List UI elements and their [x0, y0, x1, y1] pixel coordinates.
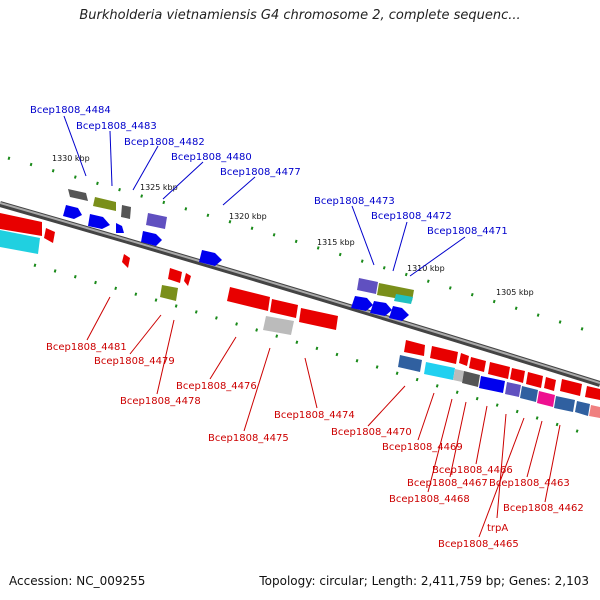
gene-arrow[interactable]	[227, 287, 270, 311]
gene-arrow[interactable]	[370, 301, 392, 316]
gene-label[interactable]: Bcep1808_4481	[46, 342, 127, 353]
gene-arrow[interactable]	[146, 213, 167, 229]
bottom-leader-lines	[86, 296, 561, 538]
gene-arrow[interactable]	[351, 296, 373, 311]
gene-label[interactable]: Bcep1808_4472	[371, 211, 452, 222]
gene-arrow[interactable]	[141, 231, 162, 246]
gene-arrow[interactable]	[554, 396, 575, 412]
gene-arrow[interactable]	[398, 355, 422, 372]
gene-label[interactable]: Bcep1808_4469	[382, 442, 463, 453]
scale-track-upper	[7, 156, 593, 334]
gene-arrow[interactable]	[510, 368, 525, 383]
gene-arrow[interactable]	[160, 285, 178, 301]
gene-label[interactable]: Bcep1808_4470	[331, 427, 412, 438]
gene-arrow[interactable]	[184, 273, 191, 286]
gene-label[interactable]: Bcep1808_4463	[489, 478, 570, 489]
gene-arrow[interactable]	[462, 371, 480, 387]
gene-label[interactable]: Bcep1808_4480	[171, 152, 252, 163]
gene-label[interactable]: Bcep1808_4479	[94, 356, 175, 367]
gene-arrow[interactable]	[404, 340, 425, 356]
gene-arrow[interactable]	[469, 357, 486, 372]
gene-label[interactable]: Bcep1808_4476	[176, 381, 257, 392]
gene-arrow[interactable]	[424, 362, 455, 380]
gene-label[interactable]: Bcep1808_4484	[30, 105, 111, 116]
gene-label[interactable]: Bcep1808_4465	[438, 539, 519, 550]
forward-features	[63, 189, 414, 321]
gene-arrow[interactable]	[168, 268, 182, 283]
scale-tick-label: 1325 kbp	[140, 183, 178, 192]
gene-arrow[interactable]	[63, 205, 82, 219]
accession-text: Accession: NC_009255	[9, 574, 146, 588]
scale-tick-label: 1305 kbp	[496, 288, 534, 297]
gene-arrow[interactable]	[199, 250, 222, 266]
gene-arrow[interactable]	[575, 401, 590, 416]
gene-label[interactable]: Bcep1808_4477	[220, 167, 301, 178]
gene-arrow[interactable]	[537, 391, 555, 407]
gene-arrow[interactable]	[270, 299, 298, 318]
scale-tick-label: 1330 kbp	[52, 154, 90, 163]
top-leader-lines	[63, 115, 466, 277]
gene-arrow[interactable]	[88, 214, 110, 229]
gene-arrow[interactable]	[585, 386, 600, 400]
gene-arrow[interactable]	[488, 362, 510, 379]
gene-arrow[interactable]	[589, 405, 600, 418]
gene-arrow[interactable]	[122, 254, 130, 268]
gene-arrow[interactable]	[479, 376, 505, 393]
gene-arrow[interactable]	[357, 278, 378, 294]
gene-label[interactable]: Bcep1808_4471	[427, 226, 508, 237]
gene-label[interactable]: Bcep1808_4473	[314, 196, 395, 207]
gene-label[interactable]: Bcep1808_4466	[432, 465, 513, 476]
gene-arrow[interactable]	[0, 213, 42, 236]
gene-arrow[interactable]	[526, 372, 543, 388]
gene-label[interactable]: Bcep1808_4482	[124, 137, 205, 148]
gene-arrow[interactable]	[263, 316, 294, 335]
gene-arrow[interactable]	[430, 346, 458, 364]
gene-arrow[interactable]	[121, 205, 131, 219]
gene-arrow[interactable]	[68, 189, 88, 201]
gene-label[interactable]: Bcep1808_4462	[503, 503, 584, 514]
scale-tick-label: 1320 kbp	[229, 212, 267, 221]
gene-arrow[interactable]	[520, 386, 538, 402]
gene-label[interactable]: Bcep1808_4467	[407, 478, 488, 489]
gene-arrow[interactable]	[44, 228, 55, 243]
summary-text: Topology: circular; Length: 2,411,759 bp…	[259, 574, 589, 588]
gene-label[interactable]: Bcep1808_4468	[389, 494, 470, 505]
scale-tick-label: 1310 kbp	[407, 264, 445, 273]
gene-arrow[interactable]	[299, 308, 338, 330]
gene-arrow[interactable]	[93, 197, 116, 211]
gene-arrow[interactable]	[0, 230, 40, 254]
gene-label[interactable]: Bcep1808_4474	[274, 410, 355, 421]
map-title: Burkholderia vietnamiensis G4 chromosome…	[79, 8, 521, 23]
gene-arrow[interactable]	[116, 223, 124, 233]
gene-label[interactable]: trpA	[487, 523, 508, 534]
gene-arrow[interactable]	[459, 353, 469, 366]
gene-arrow[interactable]	[560, 379, 582, 396]
gene-label[interactable]: Bcep1808_4483	[76, 121, 157, 132]
gene-label[interactable]: Bcep1808_4478	[120, 396, 201, 407]
gene-arrow[interactable]	[394, 294, 413, 304]
gene-arrow[interactable]	[505, 382, 521, 397]
gene-arrow[interactable]	[453, 369, 464, 382]
chromosome-backbone-highlight	[0, 202, 600, 384]
reverse-features	[0, 213, 600, 418]
gene-arrow[interactable]	[544, 377, 556, 391]
gene-arrow[interactable]	[389, 306, 409, 321]
scale-tick-label: 1315 kbp	[317, 238, 355, 247]
gene-label[interactable]: Bcep1808_4475	[208, 433, 289, 444]
